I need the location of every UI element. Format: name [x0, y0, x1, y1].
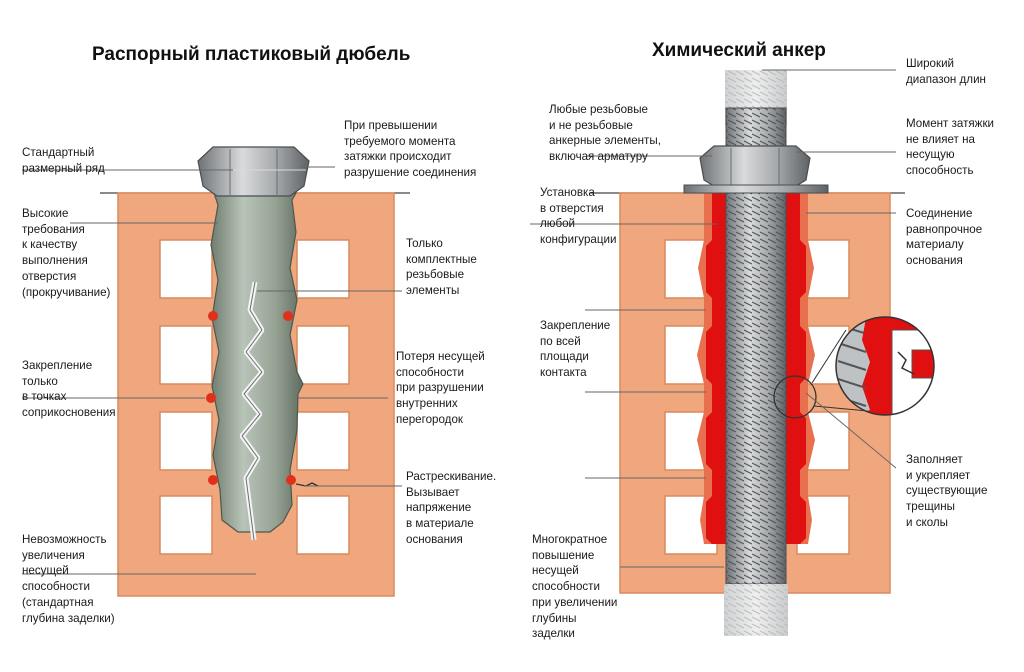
- contact-points: [206, 311, 296, 485]
- contact-point-dot: [283, 311, 293, 321]
- left-hex-head: [197, 146, 310, 197]
- plastic-dowel: [210, 192, 304, 541]
- right-leader-lines: [530, 69, 897, 568]
- crack-mark: [295, 482, 319, 487]
- contact-point-dot: [286, 475, 296, 485]
- contact-point-dot: [208, 311, 218, 321]
- right-nut-washer: [683, 145, 829, 194]
- contact-point-dot: [206, 393, 216, 403]
- left-leader-lines: [22, 166, 402, 575]
- left-title: Распорный пластиковый дюбель: [92, 44, 411, 65]
- right-title: Химический анкер: [652, 40, 826, 61]
- contact-point-dot: [208, 475, 218, 485]
- detail-magnifier: [773, 316, 935, 419]
